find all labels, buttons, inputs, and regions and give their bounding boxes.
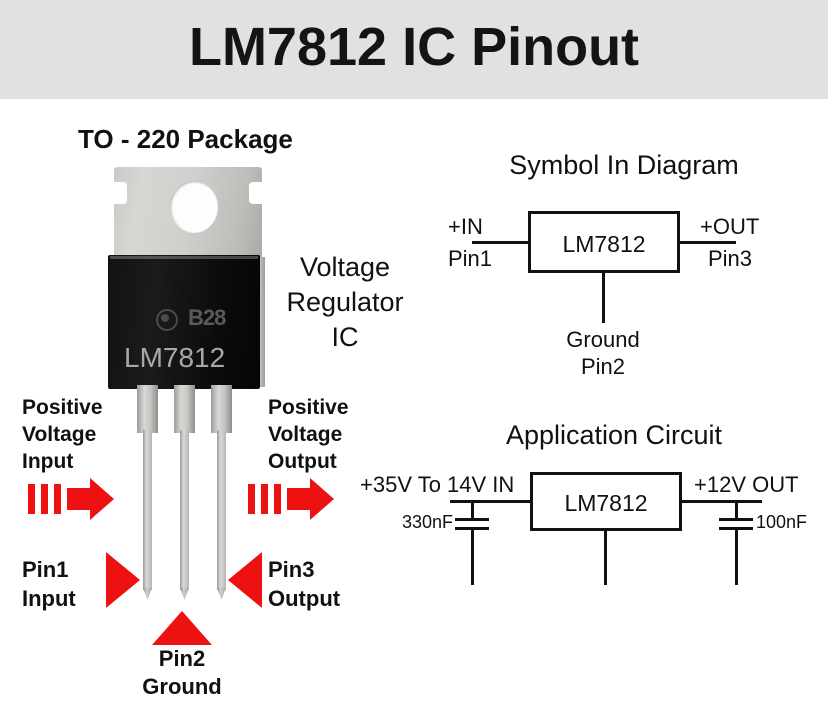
application-ground-wire	[604, 529, 607, 585]
role-label-line2: Regulator	[286, 287, 404, 317]
lead-pin1-tip	[143, 588, 152, 600]
lead-pin1-narrow	[143, 430, 152, 590]
lead-pin2-narrow	[180, 430, 189, 590]
lead-pin2-tip	[180, 588, 189, 600]
output-flow-line2: Voltage	[268, 423, 343, 446]
application-input-wire	[450, 500, 532, 503]
pin2-number: Pin2	[158, 646, 206, 671]
input-flow-line2: Voltage	[22, 423, 97, 446]
pin2-function: Ground	[142, 674, 222, 699]
role-label-line3: IC	[331, 322, 359, 352]
output-cap-bottom-wire	[735, 529, 738, 585]
output-flow-line3: Output	[268, 450, 337, 473]
application-input-label: +35V To 14V IN	[360, 472, 515, 497]
symbol-output-wire	[678, 241, 736, 244]
output-cap-plate-bottom	[719, 527, 753, 530]
input-flow-line3: Input	[22, 450, 74, 473]
symbol-ground-signal: Ground	[566, 327, 640, 352]
symbol-block-label: LM7812	[562, 231, 646, 257]
symbol-input-signal: +IN	[448, 214, 483, 239]
output-cap-plate-top	[719, 518, 753, 521]
symbol-input-wire	[472, 241, 530, 244]
mounting-hole	[170, 181, 218, 233]
input-cap-top-wire	[471, 500, 474, 519]
role-label-line1: Voltage	[299, 252, 391, 282]
application-circuit-title: Application Circuit	[505, 420, 723, 450]
package-caption: TO - 220 Package	[78, 124, 293, 154]
application-block: LM7812	[530, 472, 682, 531]
output-cap-top-wire	[735, 500, 738, 519]
input-cap-bottom-wire	[471, 529, 474, 585]
application-output-wire	[680, 500, 762, 503]
application-block-label: LM7812	[564, 490, 648, 516]
pin3-number: Pin3	[268, 557, 315, 582]
package-body	[108, 255, 260, 389]
to220-package: B28 LM7812	[108, 167, 268, 409]
pin3-pointer-icon	[228, 552, 262, 608]
lead-pin3-tip	[217, 588, 226, 600]
lead-pin1-wide	[137, 385, 158, 433]
symbol-output-pin: Pin3	[708, 246, 753, 271]
application-output-label: +12V OUT	[694, 472, 799, 497]
lead-pin3-wide	[211, 385, 232, 433]
pin1-function: Input	[22, 586, 76, 611]
lead-pin3-narrow	[217, 430, 226, 590]
pin3-function: Output	[268, 586, 341, 611]
symbol-output-signal: +OUT	[700, 214, 760, 239]
output-capacitor-value: 100nF	[756, 512, 808, 532]
symbol-ground-wire	[602, 271, 605, 323]
pin2-pointer-icon	[152, 611, 212, 645]
chip-part-number: LM7812	[124, 342, 226, 373]
input-capacitor-value: 330nF	[402, 512, 454, 532]
lead-pin2-wide	[174, 385, 195, 433]
tab-notch-left	[114, 182, 127, 204]
input-flow-line1: Positive	[22, 396, 103, 419]
input-cap-plate-top	[455, 518, 489, 521]
header-band	[0, 0, 828, 99]
output-flow-line1: Positive	[268, 396, 349, 419]
pin1-pointer-icon	[106, 552, 140, 608]
chip-lot-code: B28	[188, 305, 226, 330]
tab-notch-right	[249, 182, 262, 204]
package-body-highlight	[110, 256, 258, 259]
heatsink-tab	[114, 167, 262, 262]
symbol-ground-pin: Pin2	[580, 354, 626, 379]
page-title: LM7812 IC Pinout	[188, 17, 640, 77]
symbol-diagram-title: Symbol In Diagram	[509, 150, 739, 180]
output-flow-arrow-icon	[248, 478, 358, 520]
input-flow-arrow-icon	[28, 478, 138, 520]
symbol-input-pin: Pin1	[448, 246, 493, 271]
input-cap-plate-bottom	[455, 527, 489, 530]
symbol-block: LM7812	[528, 211, 680, 273]
manufacturer-logo-icon	[156, 309, 178, 331]
pin1-number: Pin1	[22, 557, 69, 582]
